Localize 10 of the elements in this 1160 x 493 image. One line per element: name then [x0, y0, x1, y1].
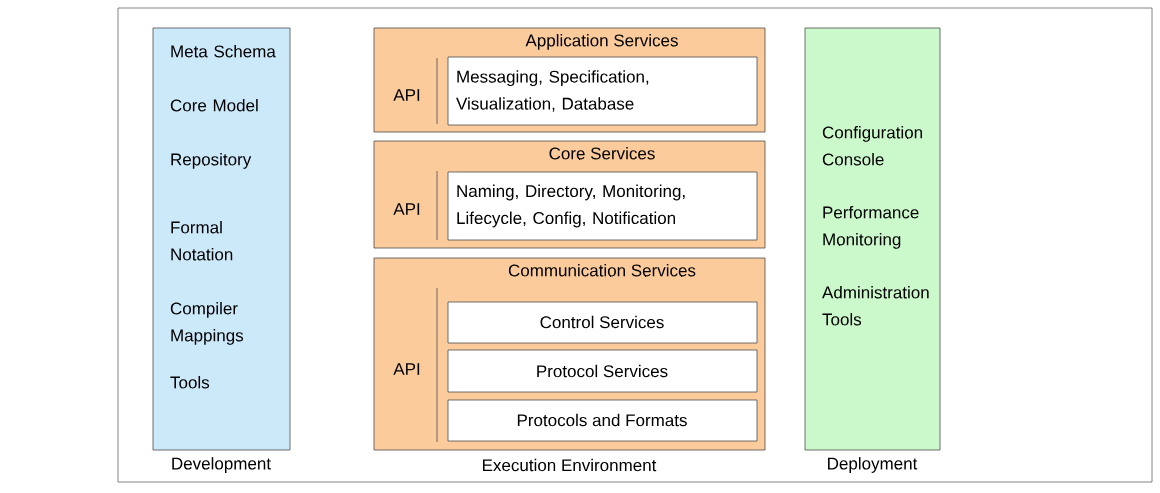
- column-panel: Meta Schema Core Model Repository Formal Notation Compiler Mappings Tools Development: [152, 27, 291, 473]
- column-caption: Execution Environment: [483, 458, 657, 472]
- service-box: Naming, Directory, Monitoring, Lifecycle, Config, Notification: [447, 171, 758, 241]
- service-box: Protocols and Formats: [447, 399, 758, 442]
- column-caption: Deployment: [828, 457, 918, 473]
- column-panel: Configuration Console Performance Monitoring Administration Tools Deployment: [804, 27, 941, 473]
- service-box: Protocol Services: [447, 349, 758, 393]
- column-caption: Development: [172, 457, 271, 473]
- service-box: Control Services: [447, 301, 758, 344]
- service-box: Messaging, Specification, Visualization, Database: [447, 56, 758, 126]
